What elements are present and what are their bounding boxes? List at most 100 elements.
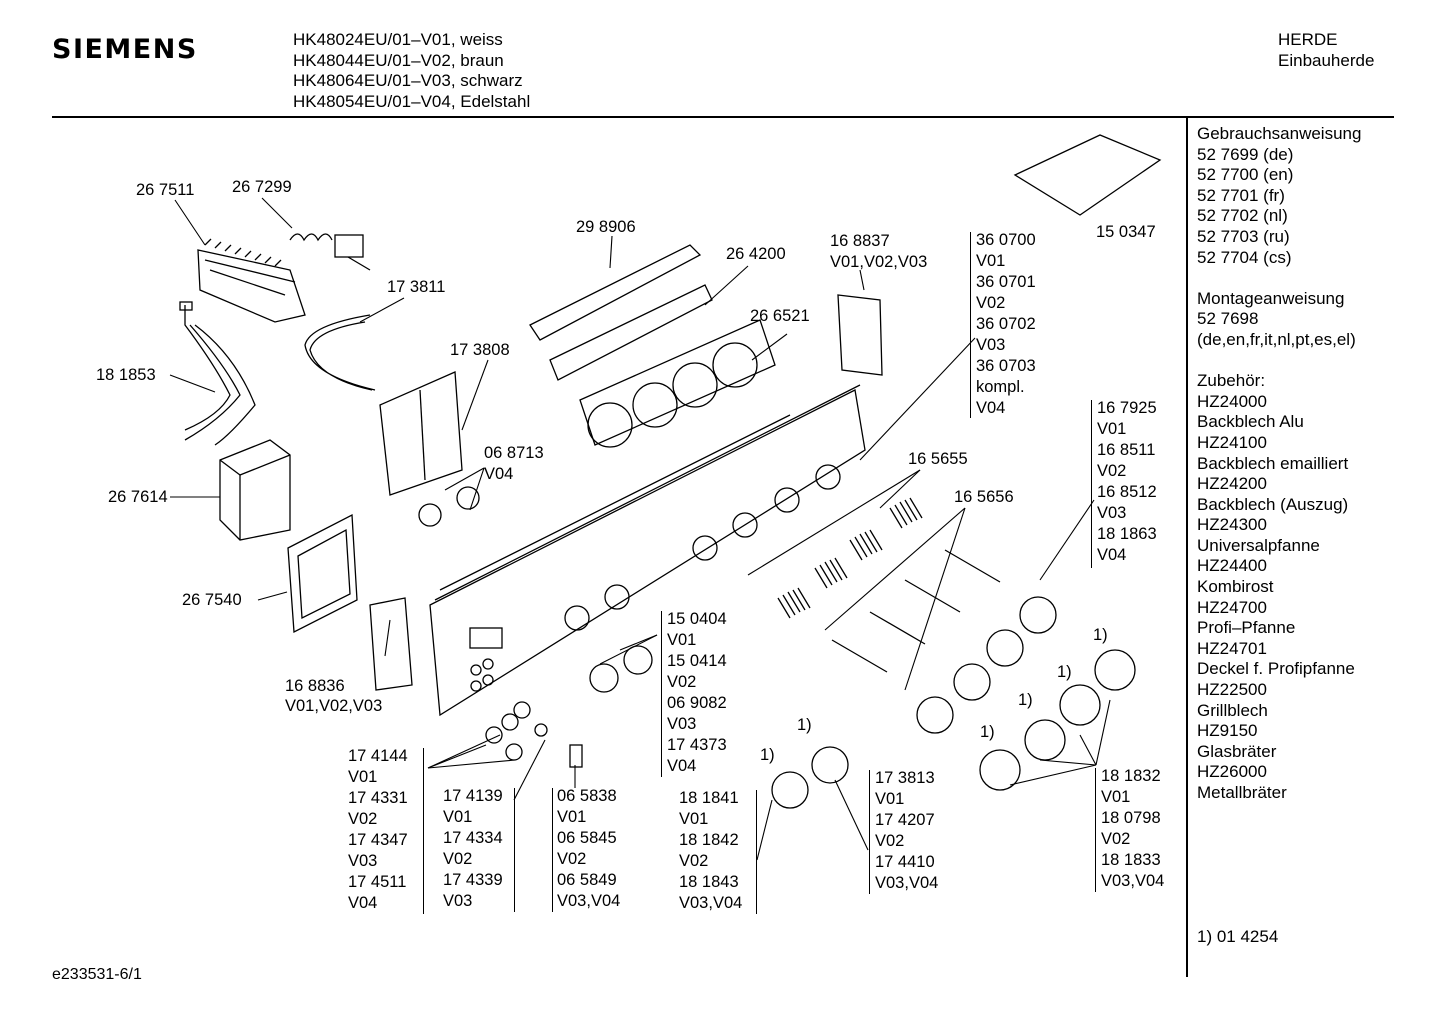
part-stack-174144: 17 4144 V01 17 4331 V02 17 4347 V03 17 4… (348, 746, 408, 914)
stack-item: 06 5849 (557, 871, 617, 889)
springs (777, 497, 923, 619)
accessory-item: HZ24200 (1197, 474, 1267, 494)
part-stack-181832: 18 1832 V01 18 0798 V02 18 1833 V03,V04 (1101, 766, 1164, 892)
part-label: 18 1853 (96, 366, 156, 384)
heater-block (197, 238, 306, 323)
stack-item: 18 1841 (679, 789, 739, 807)
frame-267540 (287, 513, 358, 634)
part-label: 06 8713 (484, 444, 544, 462)
stack-bar (756, 790, 757, 914)
stack-item: 06 5838 (557, 787, 617, 805)
module-173808 (379, 371, 463, 496)
stack-item: 17 4331 (348, 789, 408, 807)
accessory-item: Backblech (Auszug) (1197, 494, 1349, 514)
stack-item: V03 (443, 892, 473, 910)
knob-068713-a (418, 503, 442, 527)
stack-bar (1091, 400, 1092, 568)
shafts (831, 549, 1001, 673)
part-stack-181841: 18 1841 V01 18 1842 V02 18 1843 V03,V04 (679, 788, 742, 914)
accessory-item: Universalpfanne (1197, 535, 1320, 555)
header-rule (52, 116, 1394, 118)
stack-item: 36 0701 (976, 273, 1036, 291)
stack-item: V01 (443, 808, 473, 826)
stack-item: V01 (348, 768, 378, 786)
stack-item: V03,V04 (1101, 872, 1165, 890)
accessory-item: Kombirost (1197, 577, 1274, 597)
stack-item: V01 (1101, 788, 1131, 806)
stack-item: 18 1843 (679, 873, 739, 891)
stack-item: V02 (348, 810, 378, 828)
stack-item: 18 1863 (1097, 525, 1157, 543)
stack-item: 15 0414 (667, 652, 727, 670)
part-stack-167925: 16 7925 V01 16 8511 V02 16 8512 V03 18 1… (1097, 398, 1157, 566)
stack-item: 18 1832 (1101, 767, 1161, 785)
accessory-item: Profi–Pfanne (1197, 618, 1296, 638)
part-stack-150404: 15 0404 V01 15 0414 V02 06 9082 V03 17 4… (667, 609, 727, 777)
accessory-item: HZ26000 (1197, 762, 1267, 782)
switch-block (219, 439, 291, 541)
part-variant: V04 (484, 465, 514, 483)
model-line: HK48044EU/01–V02, braun (293, 50, 504, 70)
footnote-marker: 1) (980, 723, 995, 741)
footnote-marker: 1) (797, 716, 812, 734)
sidebar-divider (1186, 117, 1188, 977)
stack-item: 18 1842 (679, 831, 739, 849)
accessory-item: Glasbräter (1197, 741, 1277, 761)
mount-title: Montageanweisung (1197, 288, 1345, 308)
stack-item: V02 (875, 832, 905, 850)
stack-item: 17 4347 (348, 831, 408, 849)
part-label: 26 6521 (750, 307, 810, 325)
stack-item: 06 9082 (667, 694, 727, 712)
accessory-item: HZ24400 (1197, 556, 1267, 576)
stack-bar (514, 788, 515, 912)
stack-bar (552, 788, 553, 912)
part-label: 29 8906 (576, 218, 636, 236)
part-label: 15 0347 (1096, 223, 1156, 241)
stack-item: V02 (976, 294, 1006, 312)
bracket-298906 (529, 244, 702, 341)
stack-item: V03,V04 (679, 894, 743, 912)
part-variant: V01,V02,V03 (285, 697, 383, 715)
stack-item: V03 (1097, 504, 1127, 522)
accessory-item: HZ24100 (1197, 432, 1267, 452)
accessory-item: Backblech Alu (1197, 412, 1304, 432)
part-label: 16 5655 (908, 450, 968, 468)
document-id: e233531-6/1 (52, 966, 142, 983)
stack-item: 16 7925 (1097, 399, 1157, 417)
stack-item: 17 4207 (875, 811, 935, 829)
part-label: 26 4200 (726, 245, 786, 263)
stack-item: V01 (875, 790, 905, 808)
part-label: 26 7614 (108, 488, 168, 506)
stack-item: kompl. (976, 378, 1025, 396)
stack-item: V01 (976, 252, 1006, 270)
bracket-168837 (837, 294, 883, 376)
thermostat (289, 233, 371, 271)
accessory-item: HZ24700 (1197, 597, 1267, 617)
stack-item: V04 (976, 399, 1006, 417)
part-label: 26 7511 (136, 181, 195, 199)
brand-logo: SIEMENS (52, 34, 198, 65)
accessory-item: Grillblech (1197, 700, 1268, 720)
front-panel (429, 384, 866, 717)
model-line: HK48024EU/01–V01, weiss (293, 30, 503, 49)
part-stack-173813: 17 3813 V01 17 4207 V02 17 4410 V03,V04 (875, 768, 938, 894)
stack-item: V01 (679, 810, 709, 828)
accessory-item (1197, 824, 1361, 845)
harness-181853 (184, 305, 256, 446)
leader-lines (169, 197, 1111, 861)
stack-item: 18 1833 (1101, 851, 1161, 869)
stack-item: V03,V04 (875, 874, 939, 892)
stack-bar (869, 770, 870, 894)
accessory-item: HZ24300 (1197, 515, 1267, 535)
accessory-title: Zubehör: (1197, 371, 1266, 391)
stack-item: 36 0700 (976, 231, 1036, 249)
stack-item: 16 8511 (1097, 441, 1156, 459)
stack-item: V04 (348, 894, 378, 912)
stack-item: V02 (679, 852, 709, 870)
manual-title: Gebrauchsanweisung (1197, 124, 1362, 143)
stack-item: 17 3813 (875, 769, 935, 787)
switch-unit-266521 (579, 319, 776, 448)
stack-item: 16 8512 (1097, 483, 1157, 501)
stack-item: 06 5845 (557, 829, 617, 847)
stack-item: V03 (976, 336, 1006, 354)
